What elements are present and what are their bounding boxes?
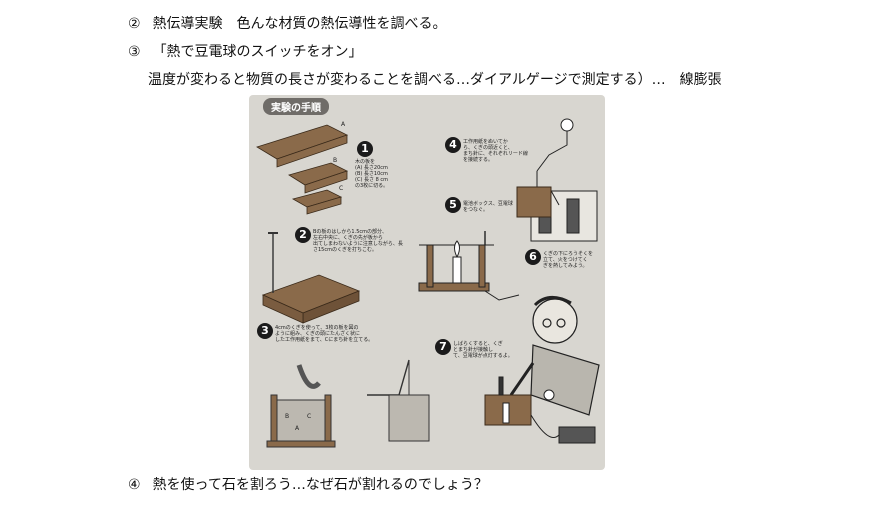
- item-4-line: ④ 熱を使って石を割ろう…なぜ石が割れるのでしょう？: [128, 476, 488, 494]
- item-3-description: 温度が変わると物質の長さが変わることを調べる…ダイアルゲージで測定する）… 線膨…: [148, 71, 722, 89]
- stand-label: B: [285, 413, 290, 420]
- step-instruction: Bの板のはしから1.5cmの部分、 左右中央に、くぎの先が板から 出てしまわない…: [313, 229, 403, 253]
- board-label: B: [333, 157, 338, 164]
- board-label: C: [339, 185, 344, 192]
- experiment-illustration: 実験の手順 A B C B C A 1 木の板を (A) 長さ20cm (B) …: [249, 95, 605, 470]
- step-number-badge: 4: [445, 137, 461, 153]
- item-number: ③: [128, 44, 141, 60]
- item-text: 温度が変わると物質の長さが変わることを調べる…ダイアルゲージで測定する）… 線膨…: [148, 72, 722, 88]
- item-2-line: ② 熱伝導実験 色んな材質の熱伝導性を調べる。: [128, 15, 447, 33]
- circuit: [516, 118, 598, 242]
- step-number-badge: 3: [257, 323, 273, 339]
- item-3-line: ③ 「熱で豆電球のスイッチをオン」: [128, 43, 363, 61]
- step-instruction: 電池ボックス、豆電球 をつなぐ。: [463, 201, 513, 213]
- wood-boards: [256, 124, 349, 215]
- assembled-stand: [266, 359, 430, 448]
- board-label: A: [341, 121, 346, 128]
- item-text: 「熱で豆電球のスイッチをオン」: [152, 44, 363, 60]
- candle-stand: [418, 231, 520, 301]
- item-number: ④: [128, 477, 141, 493]
- step-instruction: 4cmのくぎを使って、3枚の板を図の ように組み、くぎの頭にたんざく状に した工…: [275, 325, 374, 343]
- board-with-nail: [261, 232, 361, 324]
- step-number-badge: 1: [357, 141, 373, 157]
- stand-label: C: [307, 413, 312, 420]
- experiment-drawing: [256, 118, 600, 448]
- step-instruction: 木の板を (A) 長さ20cm (B) 長さ10cm (C) 長さ 8 cm の…: [355, 159, 389, 189]
- illustration-heading: 実験の手順: [263, 98, 329, 115]
- step-number-badge: 6: [525, 249, 541, 265]
- step-instruction: くぎの下にろうそくを 立て、火をつけてく ぎを熱してみよう。: [543, 251, 594, 269]
- item-number: ②: [128, 16, 141, 32]
- item-text: 熱を使って石を割ろう…なぜ石が割れるのでしょう？: [152, 477, 488, 493]
- step-instruction: 工作用紙をぬいてか ら、くぎの頭近くと、 まち針に、それぞれリード線 を接続する…: [463, 139, 528, 163]
- step-number-badge: 2: [295, 227, 311, 243]
- item-text: 熱伝導実験 色んな材質の熱伝導性を調べる。: [152, 16, 447, 32]
- final-apparatus: [484, 376, 596, 444]
- step-instruction: しばらくすると、くぎ とまち針が接触し て、豆電球が点灯するよ。: [453, 341, 513, 359]
- step-number-badge: 5: [445, 197, 461, 213]
- stand-label: A: [295, 425, 300, 432]
- step-number-badge: 7: [435, 339, 451, 355]
